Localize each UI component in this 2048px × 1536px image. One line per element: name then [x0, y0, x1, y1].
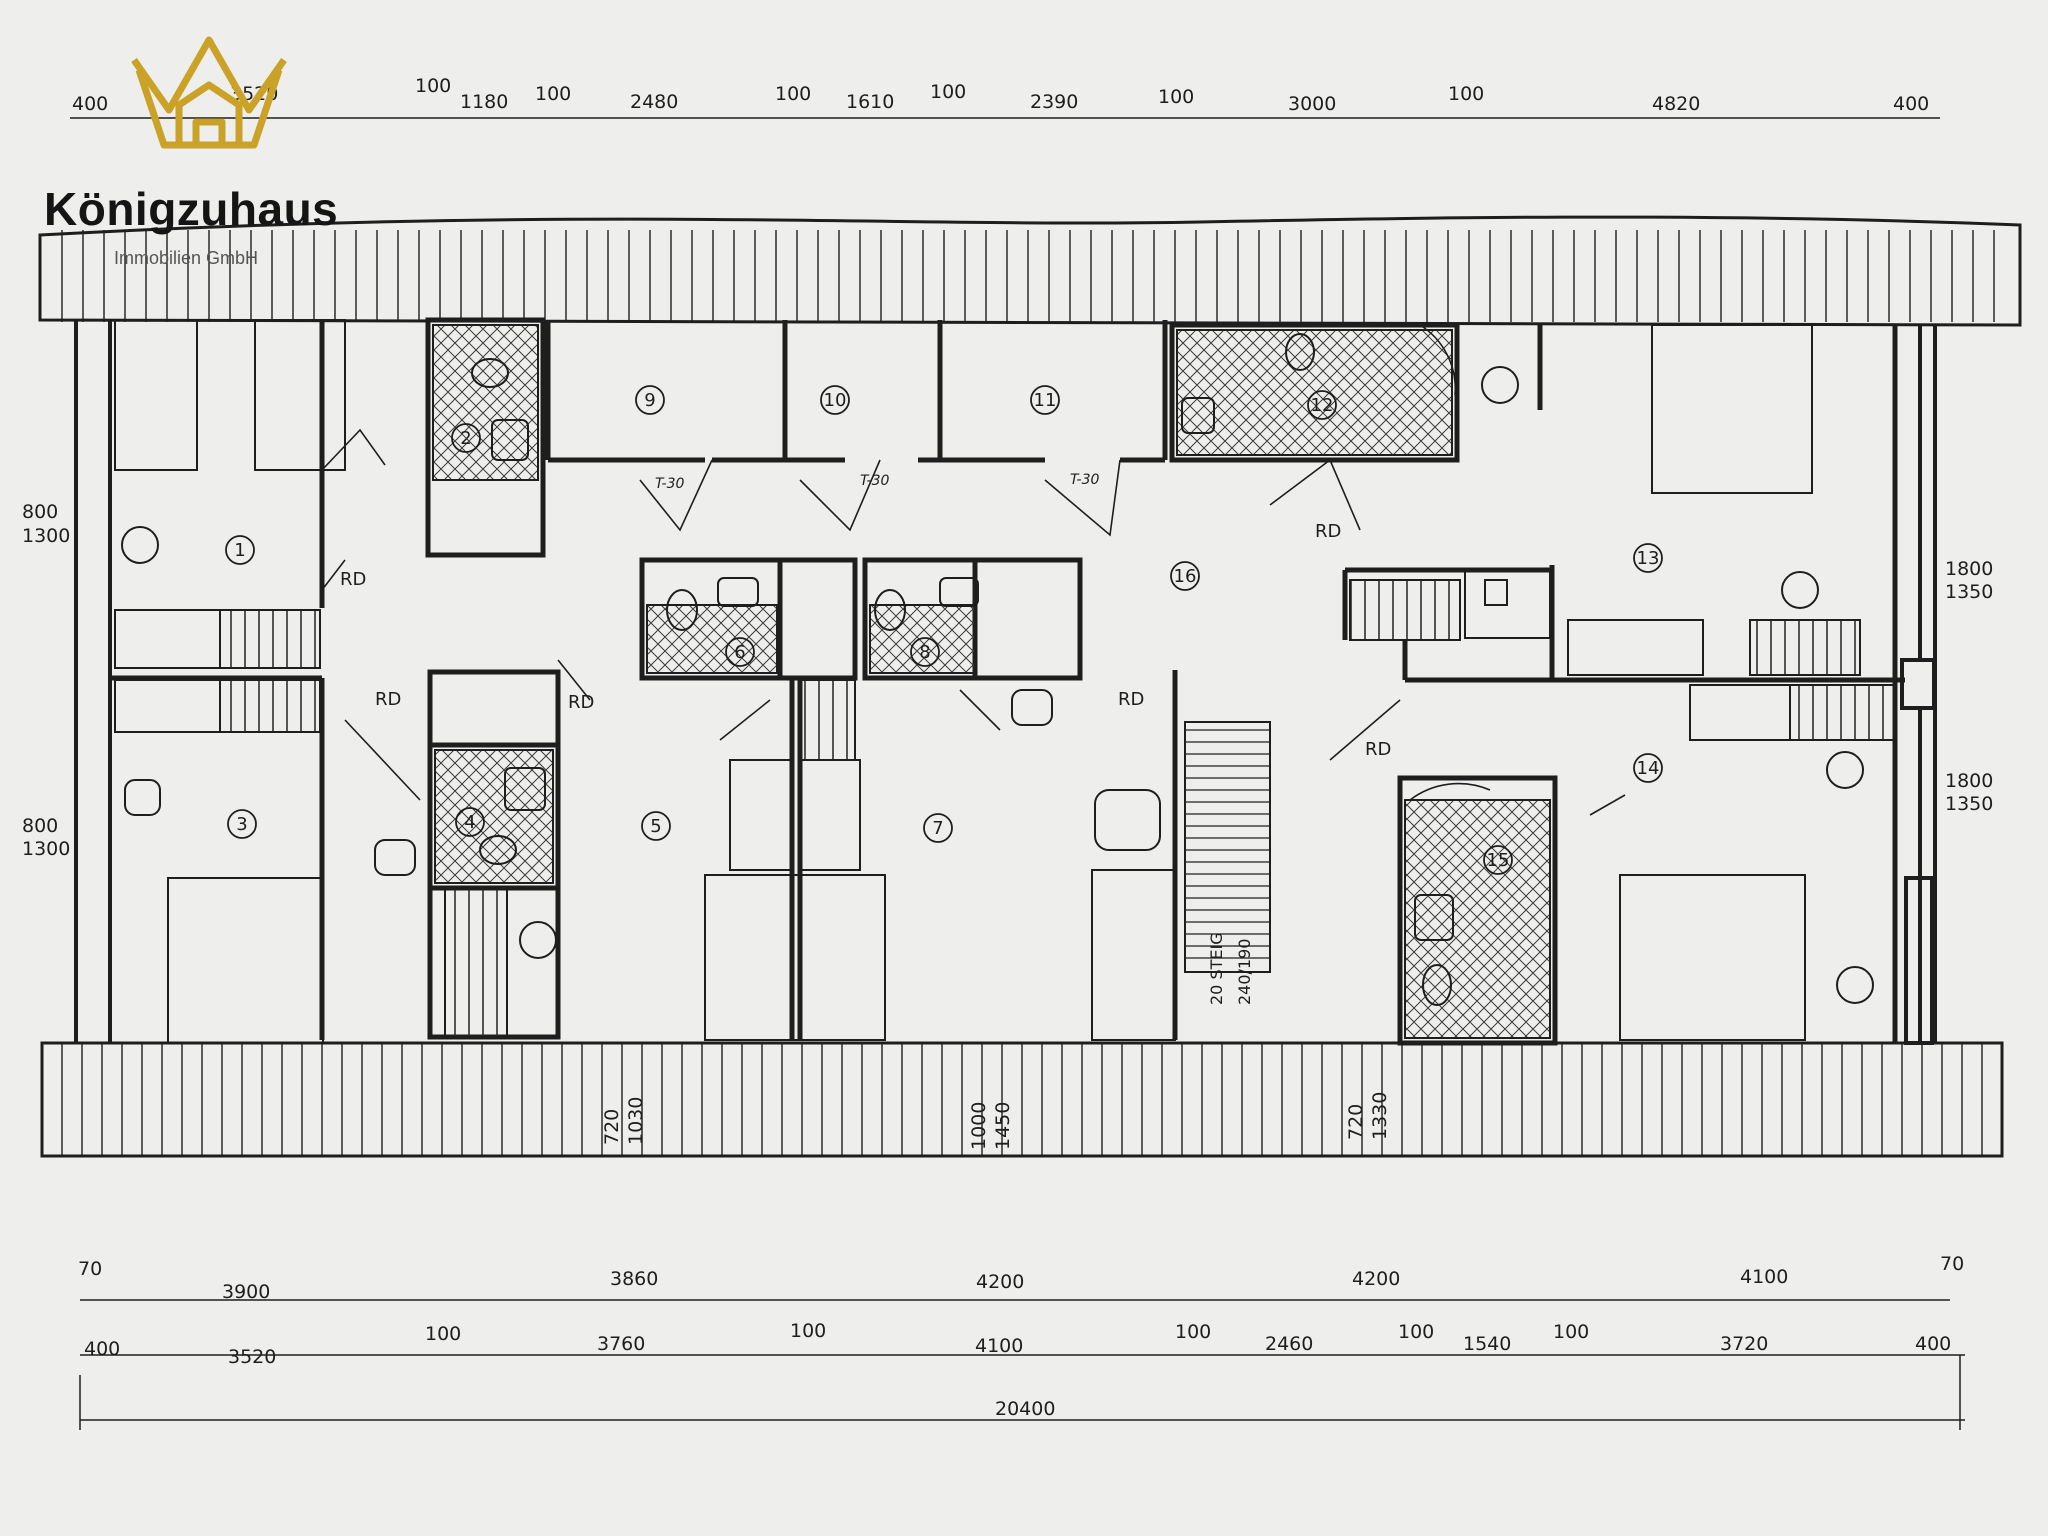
dim-top-0: 400	[72, 93, 108, 115]
door-labels: RD RD RD RD RD RD T-30 T-30 T-30	[340, 472, 1391, 760]
dim-b2-7: 2460	[1265, 1333, 1313, 1355]
room-12-label: 12	[1311, 395, 1334, 416]
room-11-label: 11	[1034, 390, 1057, 411]
stairs-steps: 20 STEIG	[1207, 932, 1226, 1005]
room-16-label: 16	[1174, 566, 1197, 587]
dim-bottom-right-a: 720	[1345, 1104, 1367, 1140]
dim-total: 20400	[995, 1398, 1055, 1420]
bottom-dimensions-row1: 70 3900 3860 4200 4200 4100 70	[78, 1253, 1964, 1303]
brand-name: Königzuhaus	[44, 183, 339, 235]
door-swings	[321, 324, 1626, 816]
t30-label-2: T-30	[860, 473, 890, 489]
dim-b2-2: 100	[425, 1323, 461, 1345]
dimension-lines	[70, 117, 1965, 1430]
room-7-label: 7	[932, 818, 943, 839]
dim-top-10: 100	[1158, 86, 1194, 108]
dim-b2-5: 4100	[975, 1335, 1023, 1357]
dim-bottom-right-b: 1330	[1369, 1092, 1391, 1140]
dim-b2-8: 100	[1398, 1321, 1434, 1343]
dim-top-8: 100	[930, 81, 966, 103]
interior-walls	[110, 317, 1905, 1046]
dim-b1-2: 3860	[610, 1268, 658, 1290]
room-4-label: 4	[464, 812, 475, 833]
dim-right-upper-b: 1350	[1945, 581, 1993, 603]
room-8-label: 8	[919, 642, 930, 663]
rd-label-2: RD	[375, 689, 401, 710]
outer-walls	[74, 320, 1937, 1045]
dim-top-11: 3000	[1288, 93, 1336, 115]
roof-top	[38, 215, 2022, 327]
dim-bottom-center-b: 1450	[992, 1102, 1014, 1150]
stairs-ratio: 240/190	[1235, 939, 1254, 1005]
rd-label-6: RD	[1365, 739, 1391, 760]
dim-b2-10: 100	[1553, 1321, 1589, 1343]
dim-top-12: 100	[1448, 83, 1484, 105]
dim-top-7: 1610	[846, 91, 894, 113]
bottom-dimensions-row2: 400 3520 100 3760 100 4100 100 2460 100 …	[84, 1320, 1951, 1420]
dim-left-upper-b: 1300	[22, 525, 70, 547]
rd-label-1: RD	[340, 569, 366, 590]
dim-bottom-left-a: 720	[601, 1109, 623, 1145]
dim-right-lower-a: 1800	[1945, 770, 1993, 792]
dim-b2-3: 3760	[597, 1333, 645, 1355]
dim-top-14: 400	[1893, 93, 1929, 115]
rd-label-3: RD	[568, 692, 594, 713]
room-10-label: 10	[824, 390, 847, 411]
crown-house-icon	[131, 36, 287, 149]
room-1-label: 1	[234, 540, 245, 561]
dim-b2-1: 3520	[228, 1346, 276, 1368]
dim-right-lower-b: 1350	[1945, 793, 1993, 815]
room-5-label: 5	[650, 816, 661, 837]
room-2-label: 2	[460, 428, 471, 449]
dim-b2-9: 1540	[1463, 1333, 1511, 1355]
brand-subtitle: Immobilien GmbH	[114, 248, 259, 268]
t30-label-1: T-30	[655, 476, 685, 492]
dim-left-lower-b: 1300	[22, 838, 70, 860]
room-6-label: 6	[734, 642, 745, 663]
dim-b2-4: 100	[790, 1320, 826, 1342]
dim-b1-3: 4200	[976, 1271, 1024, 1293]
dim-top-5: 2480	[630, 91, 678, 113]
dim-b2-6: 100	[1175, 1321, 1211, 1343]
dim-b1-5: 4100	[1740, 1266, 1788, 1288]
stairs-label: 20 STEIG 240/190	[1207, 932, 1254, 1005]
t30-label-3: T-30	[1070, 472, 1100, 488]
room-3-label: 3	[236, 814, 247, 835]
roof-bottom	[40, 1041, 2004, 1158]
rd-label-4: RD	[1118, 689, 1144, 710]
dim-bottom-center-a: 1000	[968, 1102, 990, 1150]
room-13-label: 13	[1637, 548, 1660, 569]
dim-right-upper-a: 1800	[1945, 558, 1993, 580]
stair-treads	[1185, 729, 1270, 959]
dim-b1-1: 3900	[222, 1281, 270, 1303]
dim-b1-4: 4200	[1352, 1268, 1400, 1290]
dim-b2-0: 400	[84, 1338, 120, 1360]
dim-top-6: 100	[775, 83, 811, 105]
room-number-labels: 1 2 3 4 5 6 7 8 9 10 11 12 13 14 15 16	[234, 390, 1659, 871]
dim-top-9: 2390	[1030, 91, 1078, 113]
room-9-label: 9	[644, 390, 655, 411]
dim-b1-6: 70	[1940, 1253, 1964, 1275]
rd-label-5: RD	[1315, 521, 1341, 542]
dim-b2-12: 400	[1915, 1333, 1951, 1355]
room-14-label: 14	[1637, 758, 1660, 779]
window-dimensions: 800 1300 800 1300 1800 1350 1800 1350 72…	[22, 501, 1993, 1150]
tiled-areas	[432, 324, 1551, 1039]
dim-b2-11: 3720	[1720, 1333, 1768, 1355]
dim-top-2: 100	[415, 75, 451, 97]
dim-top-13: 4820	[1652, 93, 1700, 115]
dim-top-3: 1180	[460, 91, 508, 113]
dim-b1-0: 70	[78, 1258, 102, 1280]
dim-left-lower-a: 800	[22, 815, 58, 837]
room-numbers	[225, 385, 1663, 875]
dim-left-upper-a: 800	[22, 501, 58, 523]
dim-bottom-left-b: 1030	[625, 1097, 647, 1145]
room-15-label: 15	[1487, 850, 1510, 871]
furniture	[114, 319, 1896, 1044]
dim-top-4: 100	[535, 83, 571, 105]
top-dimensions: 400 3520 100 1180 100 2480 100 1610 100 …	[72, 75, 1929, 115]
